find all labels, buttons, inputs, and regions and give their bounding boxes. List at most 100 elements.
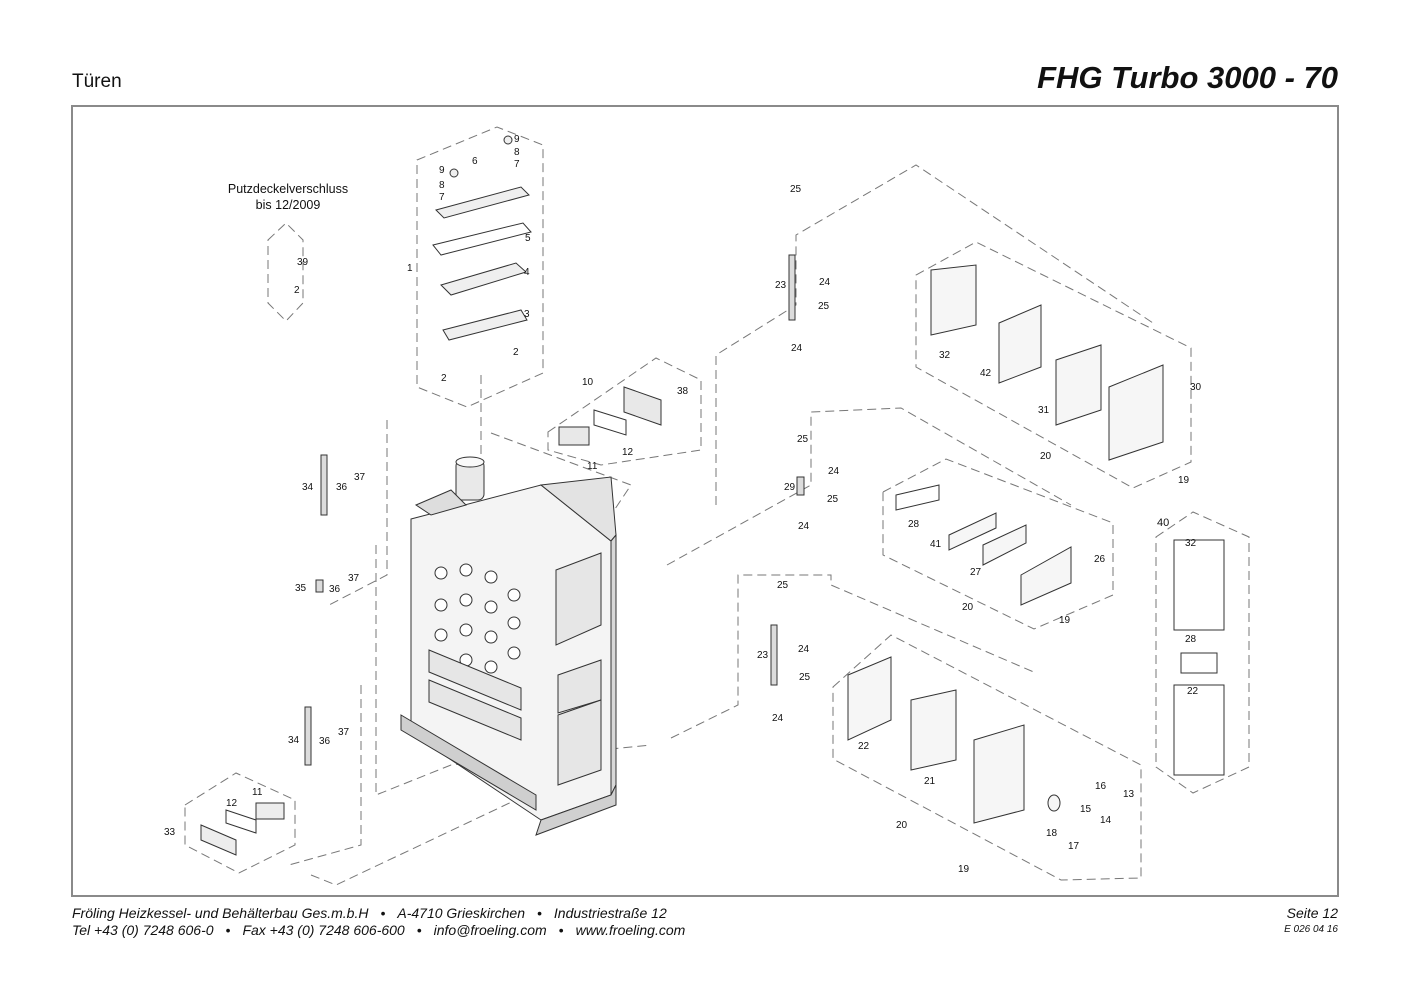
group-outline-lock — [267, 222, 304, 322]
callout-25: 25 — [797, 434, 809, 445]
callout-9: 9 — [514, 134, 520, 145]
callout-10: 10 — [582, 377, 594, 388]
footer-line2: Tel +43 (0) 7248 606-0•Fax +43 (0) 7248 … — [72, 922, 686, 938]
callout-2: 2 — [513, 347, 519, 358]
callout-24: 24 — [819, 277, 831, 288]
callout-24: 24 — [791, 343, 803, 354]
callout-30: 30 — [1190, 382, 1202, 393]
callout-39: 39 — [297, 257, 309, 268]
callout-36: 36 — [329, 584, 341, 595]
callout-8: 8 — [514, 147, 520, 158]
page-number: Seite 12 — [1286, 905, 1338, 921]
door-26-parts — [895, 484, 1072, 606]
callout-33: 33 — [164, 827, 176, 838]
address-city: A-4710 Grieskirchen — [397, 905, 525, 921]
document-title: FHG Turbo 3000 - 70 — [1037, 60, 1338, 95]
footer-contact: Fröling Heizkessel- und Behälterbau Ges.… — [72, 905, 685, 939]
callout-11: 11 — [587, 461, 598, 472]
callout-7: 7 — [439, 192, 445, 203]
callout-34: 34 — [288, 735, 300, 746]
door-13-parts — [847, 656, 1061, 824]
group-outline-cover — [416, 126, 544, 408]
section-title: Türen — [72, 71, 122, 92]
door-10-parts — [558, 386, 662, 446]
callout-19: 19 — [1059, 615, 1071, 626]
callout-24: 24 — [798, 644, 810, 655]
callout-20: 20 — [896, 820, 908, 831]
callout-2: 2 — [294, 285, 300, 296]
door-33-parts — [200, 802, 285, 856]
callout-38: 38 — [677, 386, 689, 397]
callout-24: 24 — [798, 521, 810, 532]
callout-25: 25 — [790, 184, 802, 195]
group-outline-40 — [1155, 511, 1250, 794]
callout-32: 32 — [1185, 538, 1197, 549]
group-outline-10 — [547, 357, 702, 466]
website-link[interactable]: www.froeling.com — [575, 922, 686, 938]
callout-25: 25 — [799, 672, 811, 683]
callout-23: 23 — [757, 650, 769, 661]
callout-41: 41 — [930, 539, 942, 550]
callout-16: 16 — [1095, 781, 1107, 792]
callout-8: 8 — [439, 180, 445, 191]
callout-12: 12 — [226, 798, 238, 809]
callout-31: 31 — [1038, 405, 1050, 416]
callout-11: 11 — [252, 787, 263, 798]
callout-9: 9 — [439, 165, 445, 176]
callout-21: 21 — [924, 776, 936, 787]
group-outline-13 — [832, 634, 1142, 881]
door-30-parts — [930, 264, 1164, 461]
callout-7: 7 — [514, 159, 520, 170]
email-link[interactable]: info@froeling.com — [433, 922, 547, 938]
callout-13: 13 — [1123, 789, 1135, 800]
group-outline-30 — [915, 241, 1192, 489]
group-outline-26 — [882, 458, 1114, 630]
callout-18: 18 — [1046, 828, 1058, 839]
callout-3: 3 — [524, 309, 530, 320]
callout-24: 24 — [828, 466, 840, 477]
callout-12: 12 — [622, 447, 634, 458]
callout-19: 19 — [958, 864, 970, 875]
callout-2: 2 — [441, 373, 447, 384]
callout-20: 20 — [1040, 451, 1052, 462]
callout-17: 17 — [1068, 841, 1080, 852]
callout-24: 24 — [772, 713, 784, 724]
callout-32: 32 — [939, 350, 951, 361]
callout-20: 20 — [962, 602, 974, 613]
callout-36: 36 — [319, 736, 331, 747]
company-name: Fröling Heizkessel- und Behälterbau Ges.… — [72, 905, 369, 921]
callout-1: 1 — [407, 263, 413, 274]
callout-15: 15 — [1080, 804, 1092, 815]
callout-14: 14 — [1100, 815, 1112, 826]
callout-28: 28 — [1185, 634, 1197, 645]
callout-23: 23 — [775, 280, 787, 291]
callout-6: 6 — [472, 156, 478, 167]
callout-37: 37 — [348, 573, 360, 584]
callout-28: 28 — [908, 519, 920, 530]
callout-22: 22 — [858, 741, 870, 752]
exploded-parts-diagram: Putzdeckelverschluss bis 12/2009 1 2 2 2… — [164, 126, 1250, 886]
callout-27: 27 — [970, 567, 982, 578]
document-code: E 026 04 16 — [1284, 924, 1338, 935]
callout-5: 5 — [525, 233, 531, 244]
caption-line2: bis 12/2009 — [256, 198, 321, 212]
boiler-cleaning-openings — [434, 563, 521, 674]
callout-25: 25 — [827, 494, 839, 505]
door-40-parts — [1173, 539, 1225, 776]
phone-number: Tel +43 (0) 7248 606-0 — [72, 922, 214, 938]
hinge-parts — [304, 254, 805, 766]
fax-number: Fax +43 (0) 7248 606-600 — [242, 922, 405, 938]
cover-assembly — [432, 135, 532, 341]
group-outline-33 — [184, 772, 296, 874]
callout-42: 42 — [980, 368, 992, 379]
callout-37: 37 — [338, 727, 350, 738]
address-street: Industriestraße 12 — [553, 905, 667, 921]
callout-22: 22 — [1187, 686, 1199, 697]
footer-line1: Fröling Heizkessel- und Behälterbau Ges.… — [72, 905, 667, 921]
callout-36: 36 — [336, 482, 348, 493]
boiler-doors — [428, 552, 602, 786]
callout-40: 40 — [1157, 517, 1169, 529]
callout-19: 19 — [1178, 475, 1190, 486]
callout-37: 37 — [354, 472, 366, 483]
callout-25: 25 — [777, 580, 789, 591]
